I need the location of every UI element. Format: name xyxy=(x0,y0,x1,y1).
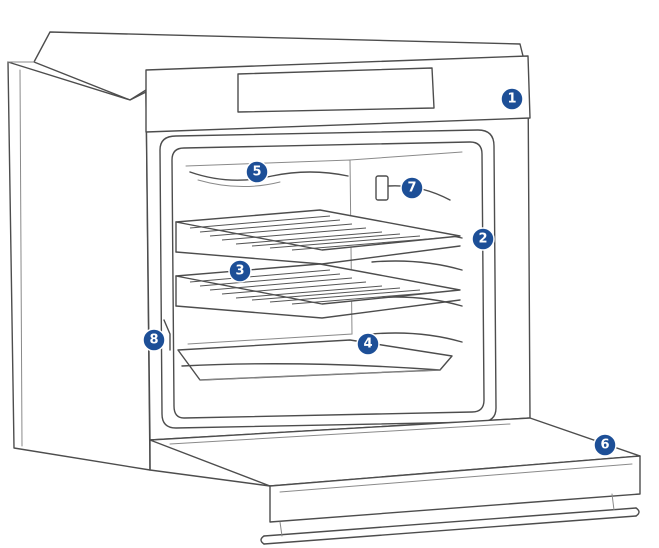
marker-8: 8 xyxy=(142,328,166,352)
door-hinge xyxy=(163,319,171,351)
cabinet-left-side xyxy=(7,61,151,471)
marker-4-label: 4 xyxy=(363,337,372,352)
marker-3-label: 3 xyxy=(235,264,244,279)
marker-3: 3 xyxy=(228,259,252,283)
baking-tray xyxy=(177,339,453,381)
marker-2: 2 xyxy=(471,227,495,251)
door-handle xyxy=(260,493,640,545)
marker-2-label: 2 xyxy=(478,232,487,247)
marker-1: 1 xyxy=(500,87,524,111)
marker-5-label: 5 xyxy=(252,165,261,180)
display-window xyxy=(237,67,435,113)
marker-7: 7 xyxy=(400,176,424,200)
marker-8-label: 8 xyxy=(149,333,158,348)
top-heating-element xyxy=(189,171,349,181)
marker-4: 4 xyxy=(356,332,380,356)
marker-1-label: 1 xyxy=(507,92,516,107)
marker-6: 6 xyxy=(593,433,617,457)
marker-5: 5 xyxy=(245,160,269,184)
marker-7-label: 7 xyxy=(407,181,416,196)
marker-6-label: 6 xyxy=(600,438,609,453)
oven-door xyxy=(149,417,641,523)
cavity-inner-edge xyxy=(171,141,485,419)
